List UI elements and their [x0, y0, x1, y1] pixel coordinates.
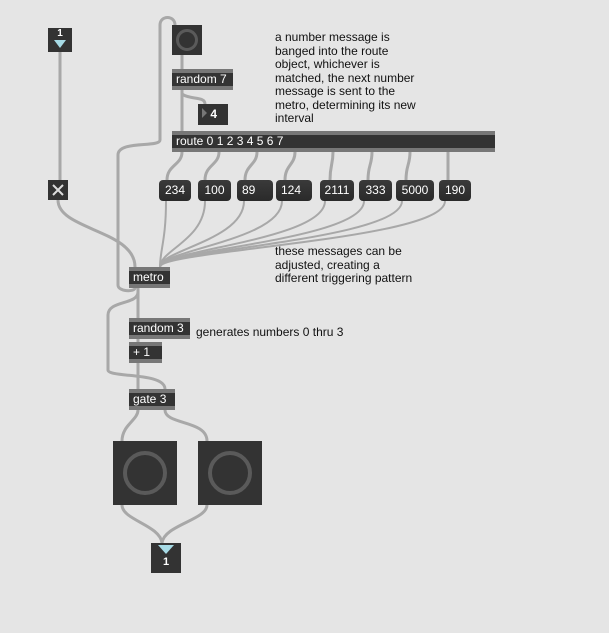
metro-object[interactable]: metro [129, 267, 170, 288]
random7-object[interactable]: random 7 [172, 69, 233, 90]
route-comment: a number message is banged into the rout… [275, 30, 416, 125]
toggle[interactable] [48, 180, 68, 200]
message-234[interactable]: 234 [159, 180, 191, 201]
bang-button-right[interactable] [198, 441, 262, 505]
message-333[interactable]: 333 [359, 180, 392, 201]
number-triangle-icon [202, 108, 207, 118]
inlet[interactable]: 1 [48, 28, 72, 52]
inlet-arrow-icon [54, 40, 66, 48]
message-2111[interactable]: 2111 [320, 180, 354, 201]
message-100[interactable]: 100 [198, 180, 231, 201]
number-box[interactable]: 4 [198, 104, 228, 125]
gate-object[interactable]: gate 3 [129, 389, 175, 410]
message-5000[interactable]: 5000 [396, 180, 434, 201]
inlet-number: 1 [57, 28, 63, 39]
number-value: 4 [210, 107, 218, 121]
bang-button-left[interactable] [113, 441, 177, 505]
outlet-arrow-icon [158, 545, 174, 554]
message-89[interactable]: 89 [237, 180, 273, 201]
x-icon [52, 184, 64, 196]
messages-comment: these messages can be adjusted, creating… [275, 244, 413, 285]
bang-button-top[interactable] [172, 25, 202, 55]
random3-object[interactable]: random 3 [129, 318, 190, 339]
message-190[interactable]: 190 [439, 180, 471, 201]
outlet-number: 1 [162, 556, 170, 568]
random-comment: generates numbers 0 thru 3 [196, 325, 344, 339]
outlet[interactable]: 1 [151, 543, 181, 573]
message-124[interactable]: 124 [276, 180, 312, 201]
plus1-object[interactable]: + 1 [129, 342, 162, 363]
route-object[interactable]: route 0 1 2 3 4 5 6 7 [172, 131, 495, 152]
